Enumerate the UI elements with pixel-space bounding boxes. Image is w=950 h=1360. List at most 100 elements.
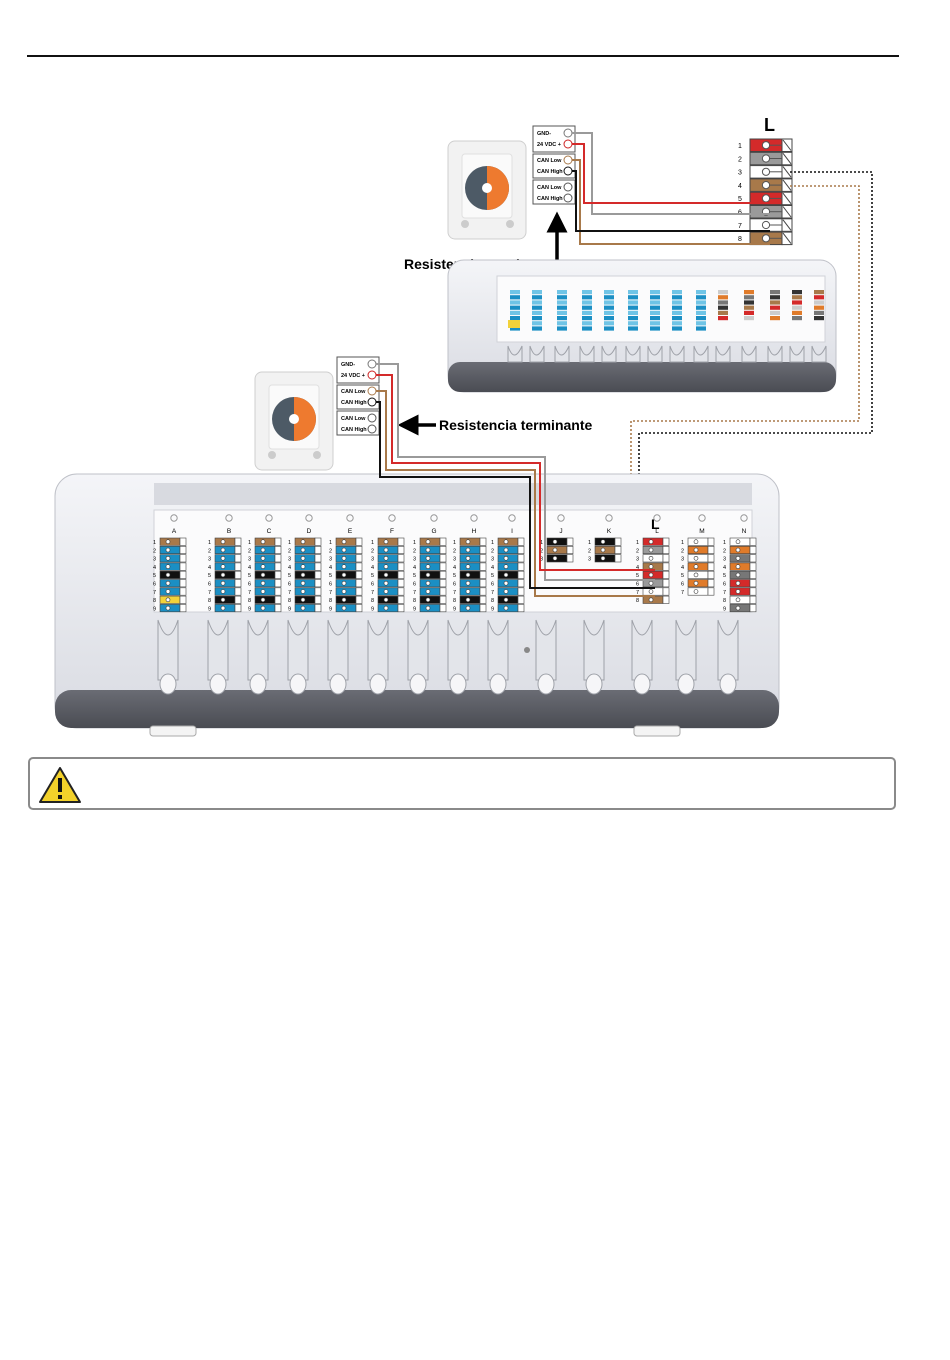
top-wires xyxy=(572,132,770,245)
terminal-screw xyxy=(220,564,226,569)
row-number: 5 xyxy=(153,573,156,579)
terminal-screw xyxy=(260,564,266,569)
terminal-screw xyxy=(648,572,654,578)
terminal-clamp xyxy=(439,579,447,588)
terminal-clamp xyxy=(397,579,405,588)
terminal-screw xyxy=(465,555,471,561)
terminal-screw xyxy=(693,589,699,594)
top-terminal-clamp-mark xyxy=(782,232,792,244)
terminal-clamp xyxy=(355,545,363,554)
row-number: 6 xyxy=(153,582,156,588)
terminal-clamp xyxy=(234,587,242,596)
terminal-screw xyxy=(693,539,699,545)
terminal-clamp xyxy=(274,570,282,579)
bottom-controller-terminal: GND- 24 VDC + CAN Low CAN High CAN Low C… xyxy=(336,356,380,436)
top-terminal-screw xyxy=(761,234,771,243)
terminal-screw xyxy=(465,572,471,578)
top-aux-pin xyxy=(718,290,728,295)
terminal-screw xyxy=(465,597,471,603)
top-zone-pin xyxy=(582,290,592,295)
terminal-clamp xyxy=(179,595,187,604)
top-zone-pin xyxy=(532,321,542,326)
top-zone-pin xyxy=(650,305,660,310)
terminal-screw xyxy=(220,547,226,553)
top-zone-pin xyxy=(696,321,706,326)
terminal-screw xyxy=(425,539,431,545)
terminal-screw xyxy=(693,564,699,569)
row-number: 3 xyxy=(413,557,416,563)
row-number: 3 xyxy=(491,557,494,563)
terminal-screw xyxy=(341,572,347,578)
row-number: 2 xyxy=(588,548,591,554)
row-number: 7 xyxy=(371,590,374,596)
terminal-screw xyxy=(383,564,389,569)
terminal-screw xyxy=(300,572,306,578)
top-terminal-number: 7 xyxy=(738,223,742,230)
row-number: 2 xyxy=(329,548,332,554)
terminal-screw xyxy=(425,605,431,611)
terminal-screw xyxy=(465,589,471,594)
row-number: 5 xyxy=(248,573,251,579)
top-zone-pin xyxy=(696,295,706,300)
row-number: 5 xyxy=(636,573,639,579)
row-number: 8 xyxy=(248,598,251,604)
bottom-cable-clip xyxy=(367,619,389,681)
top-zone-pin xyxy=(628,326,638,331)
bottom-cable-clip xyxy=(717,619,739,681)
terminal-screw xyxy=(600,539,606,545)
terminal-screw xyxy=(648,547,654,553)
top-zone-pin xyxy=(650,310,660,315)
terminal-clamp xyxy=(397,587,405,596)
top-aux-pin xyxy=(770,295,780,300)
top-zone-pin xyxy=(628,321,638,326)
bottom-cable-gland xyxy=(209,673,227,695)
top-zone-pin xyxy=(672,295,682,300)
top-zone-pin xyxy=(696,310,706,315)
bottom-cable-gland xyxy=(369,673,387,695)
top-zone-pin xyxy=(532,295,542,300)
terminal-clamp xyxy=(274,545,282,554)
row-number: 3 xyxy=(723,557,726,563)
top-zone-pin xyxy=(532,326,542,331)
top-zone-pin xyxy=(557,326,567,331)
row-number: 5 xyxy=(208,573,211,579)
top-zone-pin xyxy=(650,321,660,326)
top-controller-terminal: GND- 24 VDC + CAN Low CAN High CAN Low C… xyxy=(532,125,576,205)
terminal-screw xyxy=(260,580,266,586)
terminal-screw xyxy=(600,547,606,553)
row-number: 3 xyxy=(540,557,543,563)
top-terminal-number: 1 xyxy=(738,143,742,150)
row-number: 1 xyxy=(329,540,332,546)
terminal-clamp xyxy=(179,570,187,579)
top-yellow-pin xyxy=(508,320,520,328)
top-aux-pin xyxy=(744,310,754,315)
terminal-clamp xyxy=(517,537,525,546)
section-screw-icon xyxy=(605,514,613,522)
terminal-screw xyxy=(735,580,741,586)
top-cable-clip xyxy=(669,345,685,363)
section-letter: C xyxy=(267,528,272,535)
terminal-clamp xyxy=(314,587,322,596)
terminal-screw xyxy=(341,547,347,553)
bottom-cable-clip xyxy=(157,619,179,681)
top-zone-pin xyxy=(582,310,592,315)
terminal-screw xyxy=(220,589,226,594)
terminal-clamp xyxy=(749,579,757,588)
terminal-clamp xyxy=(749,604,757,613)
terminal-screw xyxy=(300,605,306,611)
terminal-screw xyxy=(341,605,347,611)
terminal-clamp xyxy=(314,579,322,588)
row-number: 5 xyxy=(371,573,374,579)
terminal-screw xyxy=(552,547,558,553)
terminal-clamp xyxy=(314,570,322,579)
bottom-cable-gland xyxy=(449,673,467,695)
terminal-clamp xyxy=(479,595,487,604)
terminal-screw xyxy=(300,589,306,594)
terminal-screw xyxy=(465,605,471,611)
terminal-screw xyxy=(503,555,509,561)
section-letter: I xyxy=(511,528,513,535)
row-number: 6 xyxy=(453,582,456,588)
top-zone-pin xyxy=(510,310,520,315)
